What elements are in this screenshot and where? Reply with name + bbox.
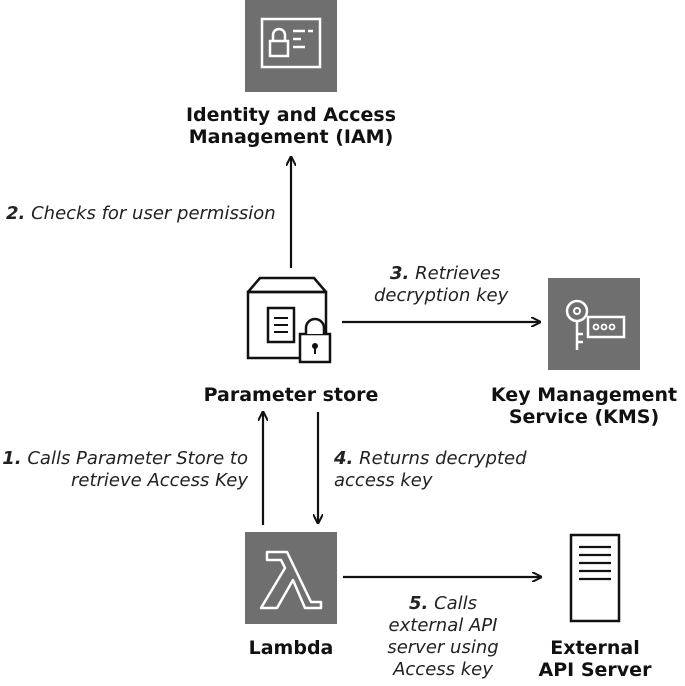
- lambda-label: Lambda: [248, 637, 334, 659]
- kms-icon-box: [548, 278, 640, 370]
- id-card-lock-icon: [260, 17, 322, 69]
- lambda-icon: [259, 550, 323, 610]
- step-4-label: 4. Returns decrypted access key: [334, 448, 527, 491]
- iam-label: Identity and Access Management (IAM): [185, 104, 397, 148]
- step-2-label: 2. Checks for user permission: [6, 203, 276, 224]
- parameter-store-label: Parameter store: [203, 384, 379, 406]
- lambda-icon-box: [245, 532, 337, 624]
- step-5-label: 5. Calls external API server using Acces…: [387, 593, 499, 680]
- server-icon: [569, 533, 621, 623]
- step-3-label: 3. Retrieves decryption key: [374, 263, 509, 306]
- store-document-lock-icon: [246, 276, 332, 364]
- kms-label: Key Management Service (KMS): [490, 384, 678, 428]
- external-api-label: External API Server: [538, 637, 652, 681]
- key-icon: [565, 299, 626, 350]
- iam-icon-box: [245, 0, 337, 92]
- step-1-label: 1. Calls Parameter Store to retrieve Acc…: [2, 448, 248, 491]
